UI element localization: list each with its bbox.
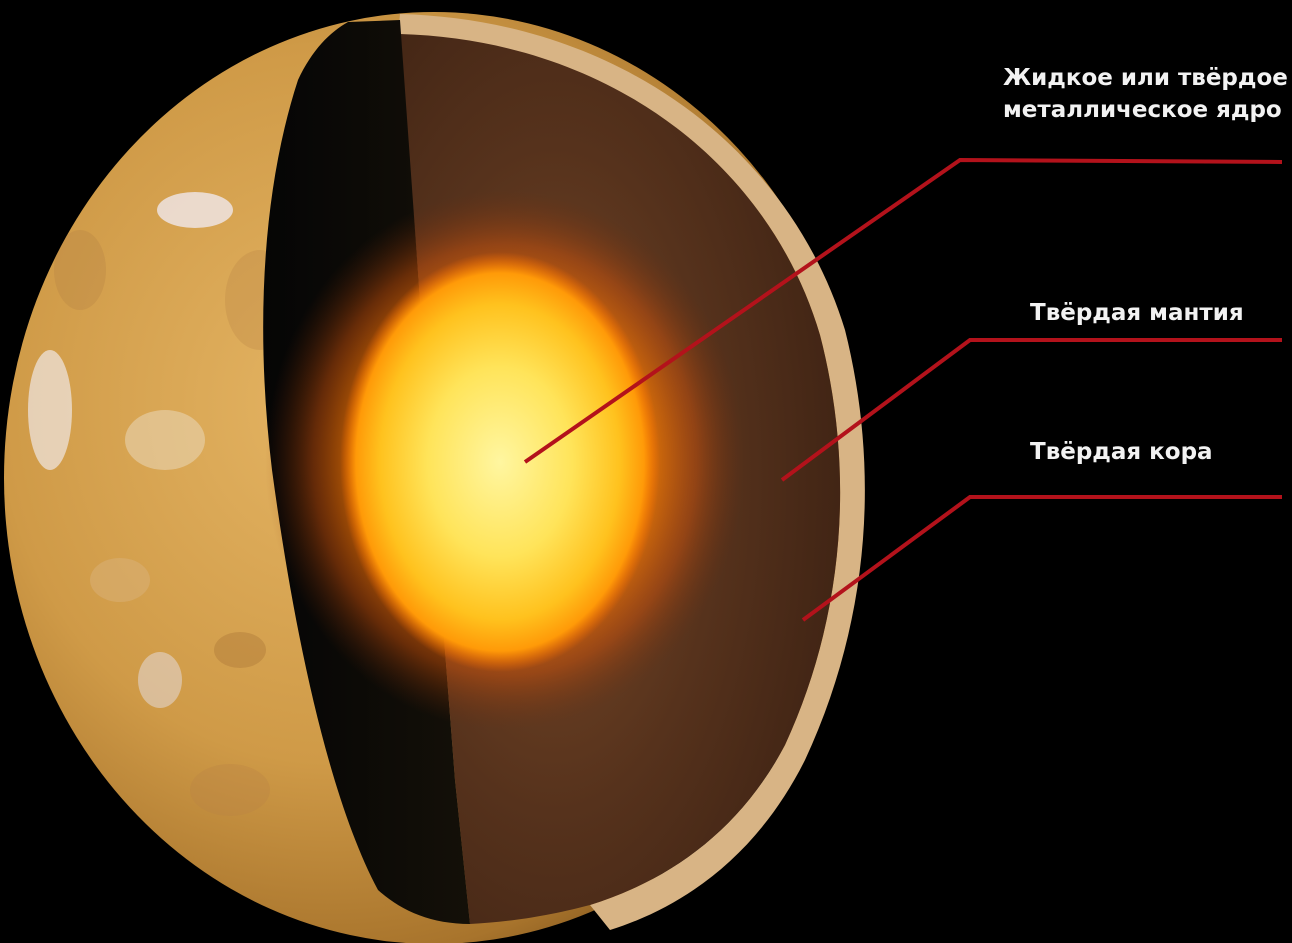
crust-leader-line [803, 497, 1282, 620]
crust-label: Твёрдая кора [1030, 436, 1213, 468]
mantle-label: Твёрдая мантия [1030, 297, 1244, 329]
core-label-line-1: Жидкое или твёрдое [1003, 62, 1288, 94]
core [340, 252, 660, 672]
core-label: Жидкое или твёрдое металлическое ядро [1003, 62, 1288, 126]
core-label-line-2: металлическое ядро [1003, 94, 1288, 126]
